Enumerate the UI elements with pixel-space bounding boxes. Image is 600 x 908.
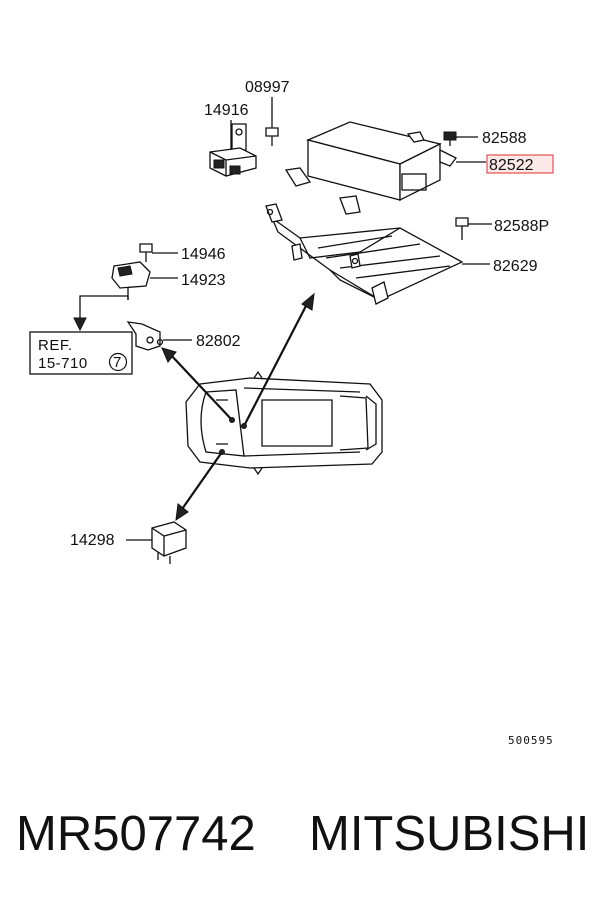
label-14923: 14923	[181, 272, 226, 289]
ref-line2: 15-710	[38, 355, 88, 372]
label-08997: 08997	[245, 79, 290, 96]
label-82629: 82629	[493, 258, 538, 275]
brand-name: MITSUBISHI	[309, 807, 590, 861]
bolt-14946	[139, 243, 153, 262]
ref-line1: REF.	[38, 337, 73, 354]
label-14298: 14298	[70, 532, 115, 549]
bolt-82588	[443, 131, 457, 146]
location-arrows	[161, 292, 315, 522]
ref-circled-number: 7	[113, 354, 122, 371]
label-14946: 14946	[181, 246, 226, 263]
label-82522: 82522	[489, 157, 534, 174]
caption: MR507742 MITSUBISHI	[16, 806, 591, 876]
sensor-14923	[111, 261, 151, 300]
vehicle-top-view	[185, 370, 383, 476]
bracket-82802	[126, 321, 164, 351]
highlight-82522	[486, 154, 554, 174]
ref-arrow	[73, 295, 129, 332]
label-82802: 82802	[196, 333, 241, 350]
ecu-module-82522	[284, 121, 457, 215]
bracket-82629	[265, 203, 464, 305]
reference-box: REF. 15-710 7	[29, 331, 133, 375]
diagram-code: 500595	[508, 734, 554, 747]
bolt-82588p	[455, 217, 469, 240]
relay-14298	[151, 521, 187, 564]
bolt-08997	[265, 127, 279, 146]
label-14916: 14916	[204, 102, 249, 119]
label-82588: 82588	[482, 130, 527, 147]
relay-14916	[209, 123, 257, 177]
part-number: MR507742	[16, 807, 256, 861]
label-82588p: 82588P	[494, 218, 549, 235]
